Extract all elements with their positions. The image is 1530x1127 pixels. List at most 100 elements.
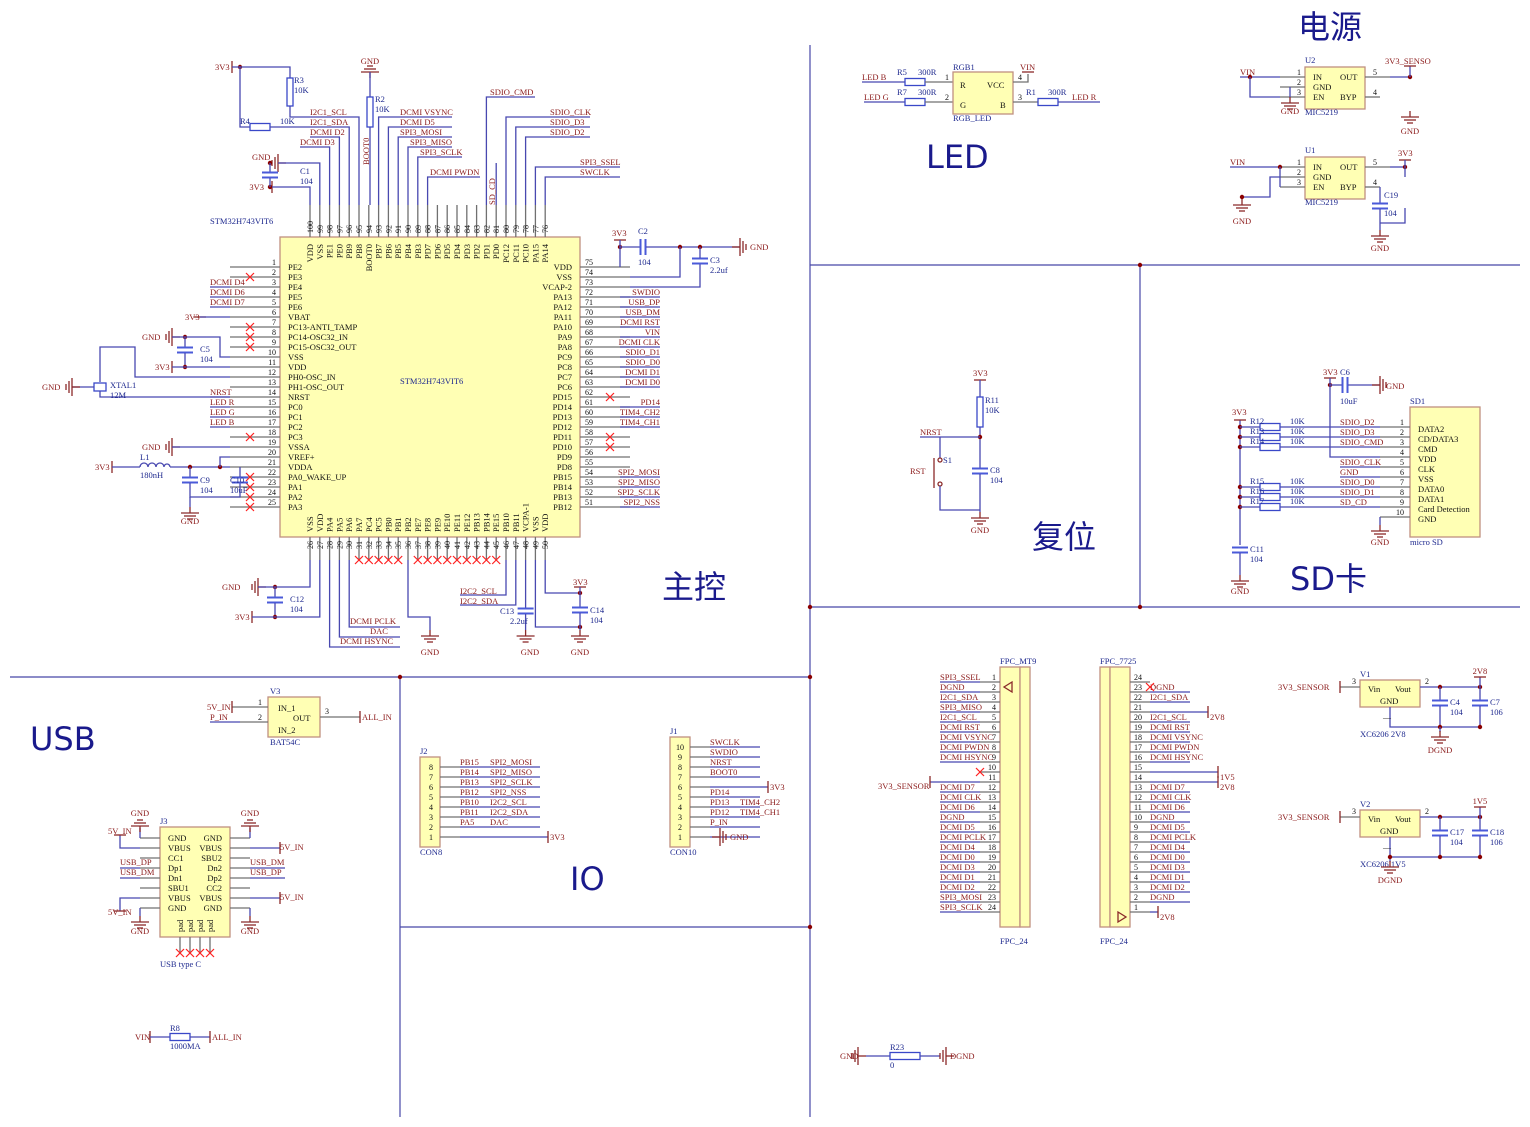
no-connect-icon xyxy=(383,555,393,565)
pin-name: PA3 xyxy=(288,502,302,512)
pin-name: PC10 xyxy=(521,244,531,263)
pin-number: 44 xyxy=(482,541,491,549)
net-label: SPI2_MOSI xyxy=(490,757,532,767)
net-label: DCMI PCLK xyxy=(350,616,397,626)
pin-name: PC3 xyxy=(288,432,303,442)
pin-name: VSS xyxy=(556,272,572,282)
net-label: ALL_IN xyxy=(212,1032,242,1042)
pin-name: PB13 xyxy=(472,513,482,532)
net-label: C9 xyxy=(200,475,210,485)
net-label: 3 xyxy=(1352,677,1356,686)
net-label: GND xyxy=(971,525,989,535)
net-label: C12 xyxy=(290,594,304,604)
net-label: C4 xyxy=(1450,697,1461,707)
pin-number: 53 xyxy=(585,478,593,487)
pin-number: 77 xyxy=(531,225,540,233)
net-label: GND xyxy=(1340,467,1358,477)
pin-number: 4 xyxy=(1134,873,1138,882)
net-label: PB12 xyxy=(460,787,479,797)
pin-number: 13 xyxy=(1134,783,1142,792)
wire xyxy=(515,126,590,205)
pin-number: 23 xyxy=(988,893,996,902)
pin-number: 19 xyxy=(988,853,996,862)
net-label: GND xyxy=(1386,381,1404,391)
net-label: DCMI D6 xyxy=(940,802,975,812)
net-label: RGB_LED xyxy=(953,113,991,123)
net-label: 104 xyxy=(1450,707,1464,717)
net-label: C10 xyxy=(230,475,244,485)
no-connect-icon xyxy=(605,442,615,452)
net-label: NRST xyxy=(710,757,733,767)
pin-name: Card Detection xyxy=(1418,504,1470,514)
pin-name: PB13 xyxy=(553,492,572,502)
no-connect-icon xyxy=(605,432,615,442)
net-label: GND xyxy=(1401,126,1419,136)
net-label: IN xyxy=(1313,72,1322,82)
net-label: SPI2_MOSI xyxy=(618,467,660,477)
pin-name: PA10 xyxy=(553,322,572,332)
pin-number: 54 xyxy=(585,468,593,477)
net-label: MIC5219 xyxy=(1305,197,1338,207)
pin-name: PE6 xyxy=(288,302,302,312)
pin-name: PB8 xyxy=(354,244,364,259)
net-label: USB_DP xyxy=(628,297,660,307)
net-label: LED R xyxy=(1072,92,1097,102)
pin-name: PD10 xyxy=(553,442,572,452)
pin-number: 14 xyxy=(988,803,996,812)
net-label: 10K xyxy=(375,104,391,114)
pin-number: 5 xyxy=(1400,458,1404,467)
net-label: SPI3_SCLK xyxy=(940,902,983,912)
junction-dot xyxy=(1137,604,1143,610)
net-label: SWDIO xyxy=(632,287,660,297)
net-label: L1 xyxy=(140,452,149,462)
r23-resistor xyxy=(889,1051,921,1061)
net-label: SPI3_SSEL xyxy=(580,157,621,167)
pin-number: 4 xyxy=(429,803,433,812)
pin-name: PB12 xyxy=(553,502,572,512)
pin-number: 8 xyxy=(678,763,682,772)
net-label: GND xyxy=(361,56,379,66)
pin-number: 10 xyxy=(676,743,684,752)
pin-name: BOOT0 xyxy=(364,244,374,271)
net-label: Vout xyxy=(1395,814,1412,824)
net-label: SPI3_MISO xyxy=(410,137,452,147)
net-label: DCMI PWDN xyxy=(940,742,989,752)
net-label: GND xyxy=(181,516,199,526)
section-title-reset: 复位 xyxy=(1032,518,1096,556)
net-label: PD14 xyxy=(710,787,730,797)
pin-name: PD9 xyxy=(557,452,572,462)
pin-name: PE15 xyxy=(491,514,501,532)
pin-number: 8 xyxy=(429,763,433,772)
pin-number: 13 xyxy=(988,793,996,802)
pin-number: 41 xyxy=(453,541,462,549)
pin-number: 6 xyxy=(678,783,682,792)
net-label: C6 xyxy=(1340,367,1350,377)
net-label: 180nH xyxy=(140,470,163,480)
pin-name: VSSA xyxy=(288,442,311,452)
pin-number: 14 xyxy=(268,388,276,397)
wire xyxy=(1389,707,1480,728)
net-label: SDIO_D0 xyxy=(626,357,660,367)
net-label: 104 xyxy=(1384,208,1398,218)
pin-name: PE1 xyxy=(325,244,335,258)
no-connect-icon xyxy=(205,948,215,958)
net-label: DCMI D7 xyxy=(940,782,975,792)
net-label: I2C2_SCL xyxy=(490,797,527,807)
wire xyxy=(417,156,462,205)
pin-number: 4 xyxy=(1400,448,1404,457)
pin-number: 92 xyxy=(384,225,393,233)
pin-name: PB14 xyxy=(553,482,573,492)
net-label: 5V_IN xyxy=(108,907,132,917)
net-label: SDIO_D3 xyxy=(550,117,584,127)
net-label: DGND xyxy=(950,1051,975,1061)
net-label: GND xyxy=(241,926,259,936)
pin-name: PC13-ANTI_TAMP xyxy=(288,322,357,332)
section-title-led: LED xyxy=(926,138,989,176)
pin-name: VSS xyxy=(530,516,540,532)
net-label: SPI2_NSS xyxy=(624,497,661,507)
wire xyxy=(119,897,140,911)
net-label: GND xyxy=(730,832,748,842)
pin-name: PD11 xyxy=(553,432,572,442)
net-label: USB_DM xyxy=(120,867,155,877)
pin-name: PD15 xyxy=(553,392,572,402)
